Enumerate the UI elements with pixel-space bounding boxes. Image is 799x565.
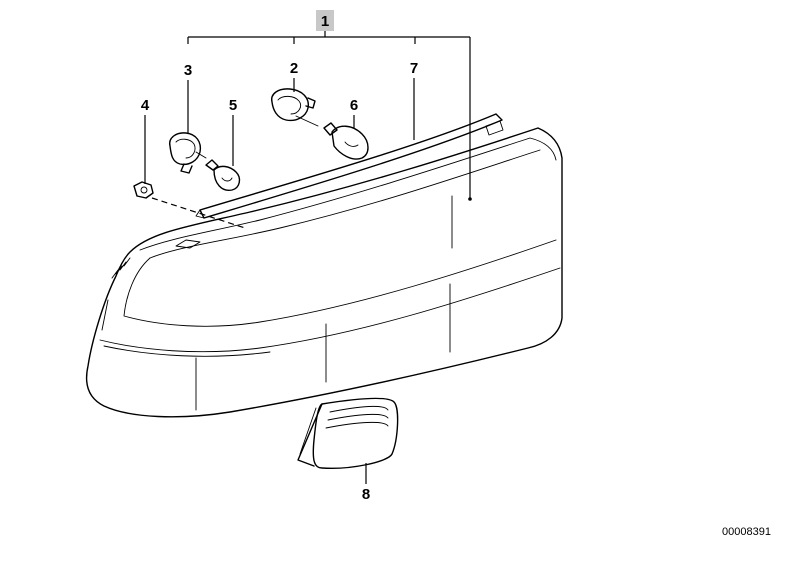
reflector-8-icon[interactable]: [297, 397, 399, 470]
bulb-6-icon[interactable]: [323, 122, 369, 160]
callout-7[interactable]: 7: [410, 60, 418, 77]
callout-box-1: [316, 10, 334, 31]
leader-lines: [144, 44, 472, 484]
callout-4[interactable]: 4: [141, 97, 150, 114]
callout-6[interactable]: 6: [350, 97, 358, 114]
callout-2[interactable]: 2: [290, 60, 298, 77]
gasket-7-icon[interactable]: [195, 113, 504, 219]
callout-1[interactable]: 1: [321, 13, 329, 30]
bulb-socket-3-icon[interactable]: [169, 132, 207, 174]
bulb-5-icon[interactable]: [205, 159, 241, 191]
bulb-socket-2-icon[interactable]: [271, 88, 319, 127]
tail-light-housing-icon[interactable]: [85, 127, 563, 418]
diagram-id: 00008391: [722, 526, 771, 538]
callout-3[interactable]: 3: [184, 62, 192, 79]
assembly-bracket: [187, 31, 471, 44]
callout-5[interactable]: 5: [229, 97, 237, 114]
callout-8[interactable]: 8: [362, 486, 370, 503]
nut-icon[interactable]: [133, 181, 154, 199]
